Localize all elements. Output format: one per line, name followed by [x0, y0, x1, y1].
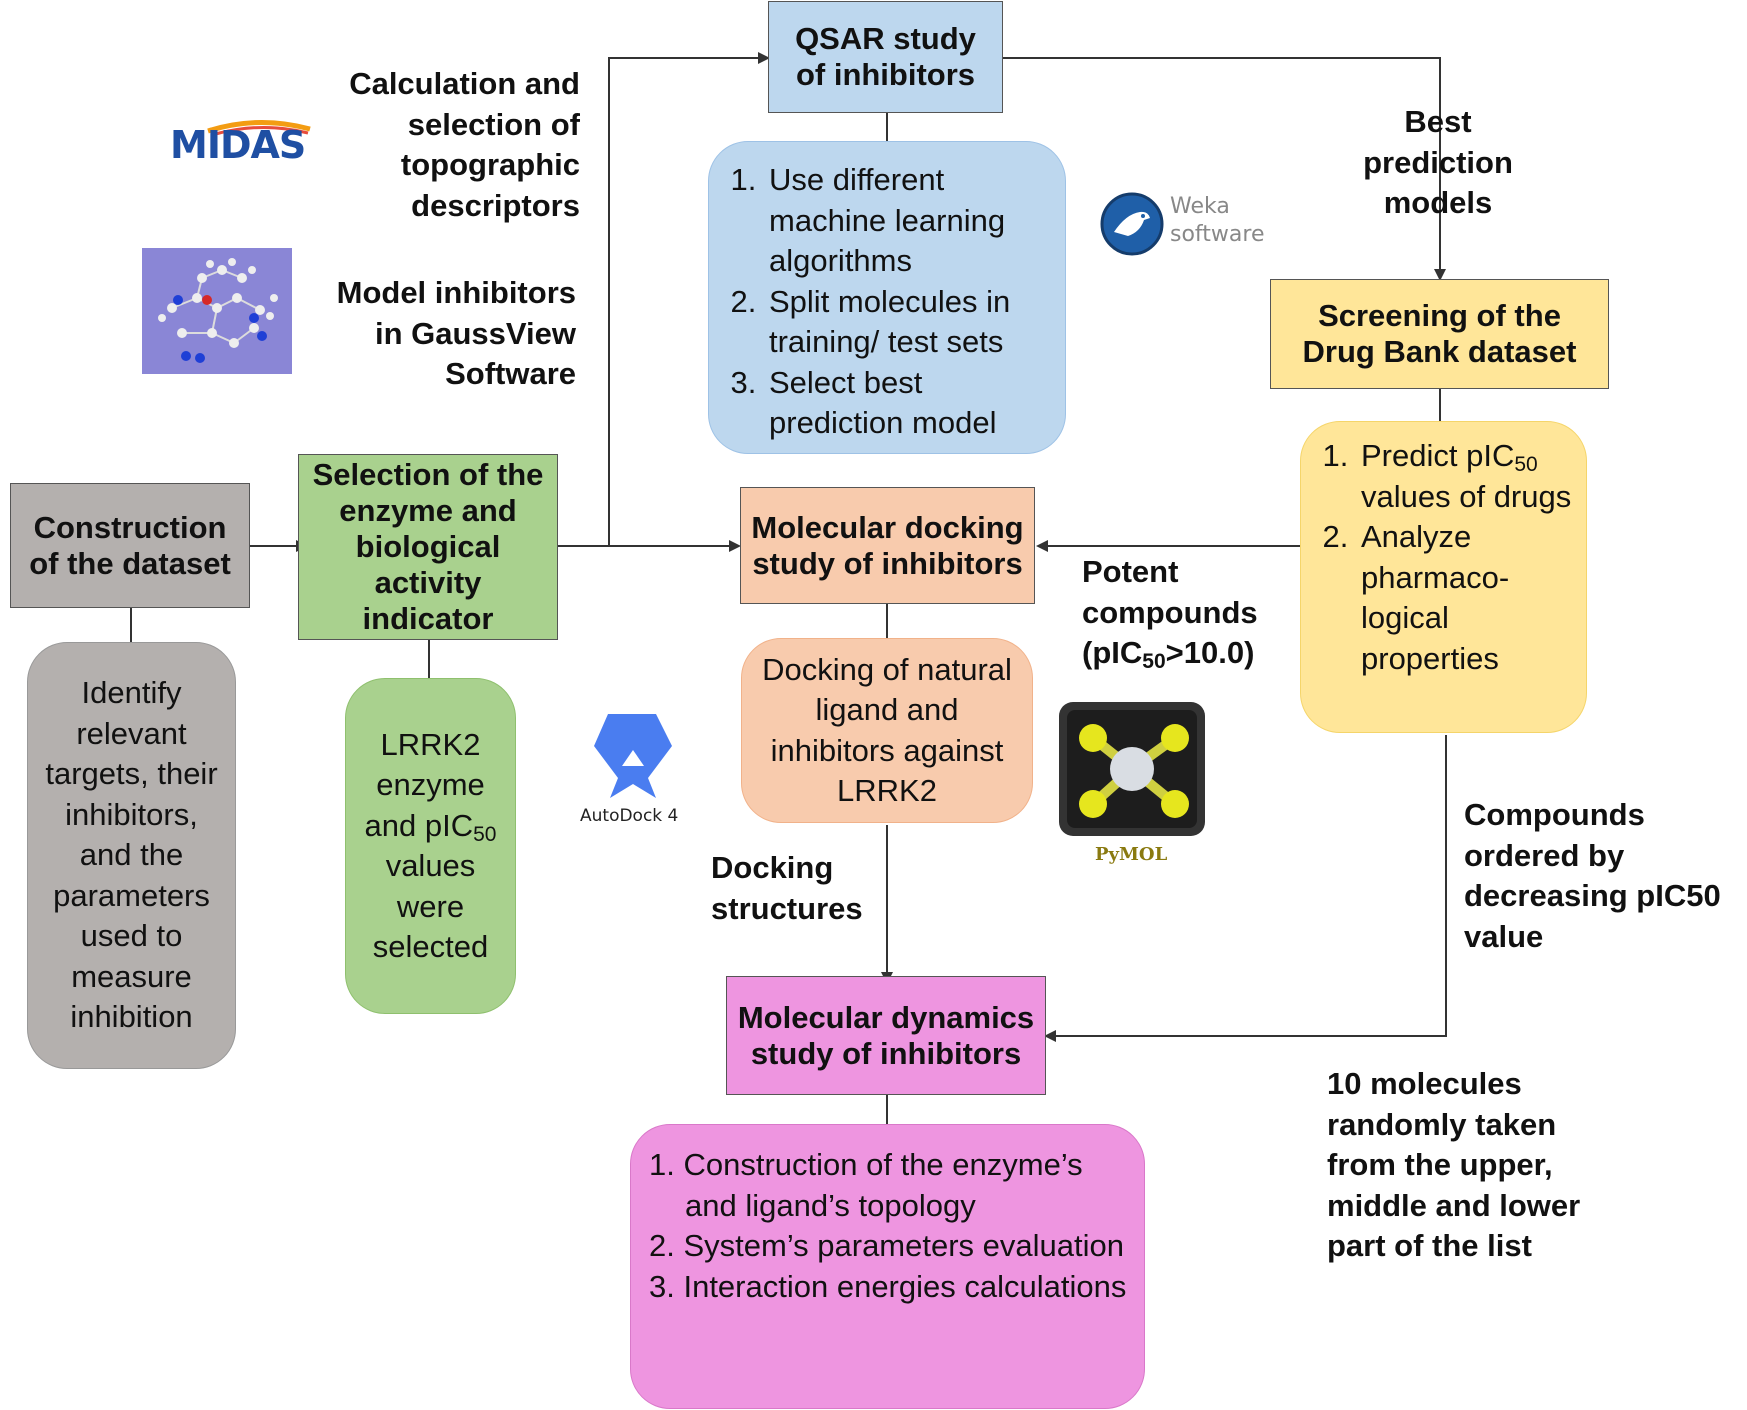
compounds-ordered-label: Compounds ordered by decreasing pIC50 va…	[1464, 797, 1721, 954]
ten-molecules-label: 10 molecules randomly taken from the upp…	[1327, 1066, 1581, 1263]
potent-line-1: Potent	[1082, 554, 1179, 589]
potent-line-3: (pIC50>10.0)	[1082, 633, 1302, 674]
qsar-steps-list: Use different machine learning algorithm…	[709, 160, 1055, 444]
connector-to-dynamics	[1056, 1035, 1447, 1037]
screening-step: Analyze pharmaco-logical properties	[1357, 517, 1580, 679]
construction-detail-box: Identify relevant targets, their inhibit…	[27, 642, 236, 1069]
qsar-step: Select best prediction model	[765, 363, 1055, 444]
potent-post: >10.0)	[1165, 635, 1255, 670]
docking-structures-label: Docking structures	[711, 850, 863, 926]
construction-box: Construction of the dataset	[10, 483, 250, 608]
pymol-logo: PyMOL	[1057, 700, 1207, 870]
qsar-steps-box: Use different machine learning algorithm…	[708, 141, 1066, 454]
stub-docking	[886, 604, 888, 640]
potent-line-2: compounds	[1082, 594, 1258, 630]
qsar-box: QSAR study of inhibitors	[768, 1, 1003, 113]
dynamics-steps-box: Construction of the enzyme’s and ligand’…	[630, 1124, 1145, 1409]
dynamics-steps-list: Construction of the enzyme’s and ligand’…	[631, 1145, 1136, 1307]
dynamics-title: Molecular dynamics study of inhibitors	[737, 999, 1035, 1071]
qsar-title: QSAR study of inhibitors	[795, 21, 976, 92]
arrowhead-docking-right	[1036, 540, 1048, 552]
selection-detail-box: LRRK2 enzyme and pIC50 values were selec…	[345, 678, 516, 1014]
connector-screening-docking	[1048, 545, 1302, 547]
dynamics-step: Construction of the enzyme’s and ligand’…	[649, 1145, 1136, 1226]
arrowhead-screening	[1434, 269, 1446, 281]
connector-docking-dynamics	[886, 825, 888, 975]
connector-to-qsar-horizontal	[608, 57, 760, 59]
midas-logo-text: MIDAS	[170, 123, 306, 167]
screening-detail-box: Predict pIC50 values of drugs Analyze ph…	[1300, 421, 1587, 733]
docking-box: Molecular docking study of inhibitors	[740, 487, 1035, 604]
gaussview-molecule-image	[142, 248, 292, 374]
screening-step1-post: values of drugs	[1361, 478, 1572, 514]
weka-logo: Weka software	[1100, 192, 1280, 258]
potent-pre: (pIC	[1082, 635, 1143, 670]
connector-construction-selection	[250, 545, 298, 547]
dynamics-step: Interaction energies calculations	[649, 1267, 1136, 1308]
dynamics-step: System’s parameters evaluation	[649, 1226, 1136, 1267]
midas-logo: MIDAS	[168, 113, 316, 167]
potent-compounds-label: Potent compounds (pIC50>10.0)	[1082, 552, 1302, 674]
stub-selection	[428, 640, 430, 679]
selection-title: Selection of the enzyme and biological a…	[312, 457, 544, 636]
best-models-label: Best prediction models	[1363, 104, 1513, 220]
gaussview-label: Model inhibitors in GaussView Software	[336, 275, 576, 391]
connector-screening-down	[1445, 735, 1447, 1037]
weka-text-2: software	[1170, 222, 1265, 247]
docking-detail-box: Docking of natural ligand and inhibitors…	[741, 638, 1033, 823]
connector-selection-docking	[558, 545, 730, 547]
qsar-step: Split molecules in training/ test sets	[765, 282, 1055, 363]
screening-title: Screening of the Drug Bank dataset	[1302, 298, 1577, 369]
arrowhead-dynamics-right	[1044, 1030, 1056, 1042]
arrowhead-docking	[729, 540, 741, 552]
stub-construction	[130, 608, 132, 643]
stub-screening	[1439, 389, 1441, 422]
autodock-logo: AutoDock 4	[578, 706, 688, 826]
selection-text-pre: LRRK2 enzyme and pIC	[364, 726, 485, 843]
screening-step1-pre: Predict pIC	[1361, 438, 1515, 473]
pymol-text: PyMOL	[1095, 844, 1168, 865]
screening-step1-sub: 50	[1514, 453, 1538, 476]
screening-box: Screening of the Drug Bank dataset	[1270, 279, 1609, 389]
screening-steps-list: Predict pIC50 values of drugs Analyze ph…	[1301, 436, 1580, 679]
construction-title: Construction of the dataset	[29, 509, 231, 581]
dynamics-box: Molecular dynamics study of inhibitors	[726, 976, 1046, 1095]
calc-descriptors-label: Calculation and selection of topographic…	[349, 66, 580, 223]
construction-detail-text: Identify relevant targets, their inhibit…	[45, 675, 218, 1035]
qsar-step: Use different machine learning algorithm…	[765, 160, 1055, 282]
selection-box: Selection of the enzyme and biological a…	[298, 454, 558, 640]
screening-step: Predict pIC50 values of drugs	[1357, 436, 1580, 517]
docking-detail-text: Docking of natural ligand and inhibitors…	[762, 651, 1012, 809]
pymol-icon	[1059, 702, 1205, 836]
selection-text-post: values were selected	[372, 848, 489, 964]
weka-text-1: Weka	[1170, 194, 1230, 219]
stub-dynamics	[886, 1095, 888, 1125]
stub-qsar	[886, 113, 888, 142]
docking-title: Molecular docking study of inhibitors	[751, 509, 1024, 581]
connector-to-qsar-vertical	[608, 57, 610, 546]
autodock-icon	[594, 714, 672, 798]
connector-qsar-right	[1003, 57, 1440, 59]
selection-detail-text: LRRK2 enzyme and pIC50 values were selec…	[356, 725, 505, 968]
weka-bird-icon	[1100, 192, 1164, 256]
connector-to-screening	[1439, 57, 1441, 270]
selection-text-sub: 50	[473, 822, 497, 846]
potent-sub: 50	[1142, 650, 1166, 673]
autodock-text: AutoDock 4	[580, 806, 679, 826]
arrowhead-qsar	[758, 52, 770, 64]
